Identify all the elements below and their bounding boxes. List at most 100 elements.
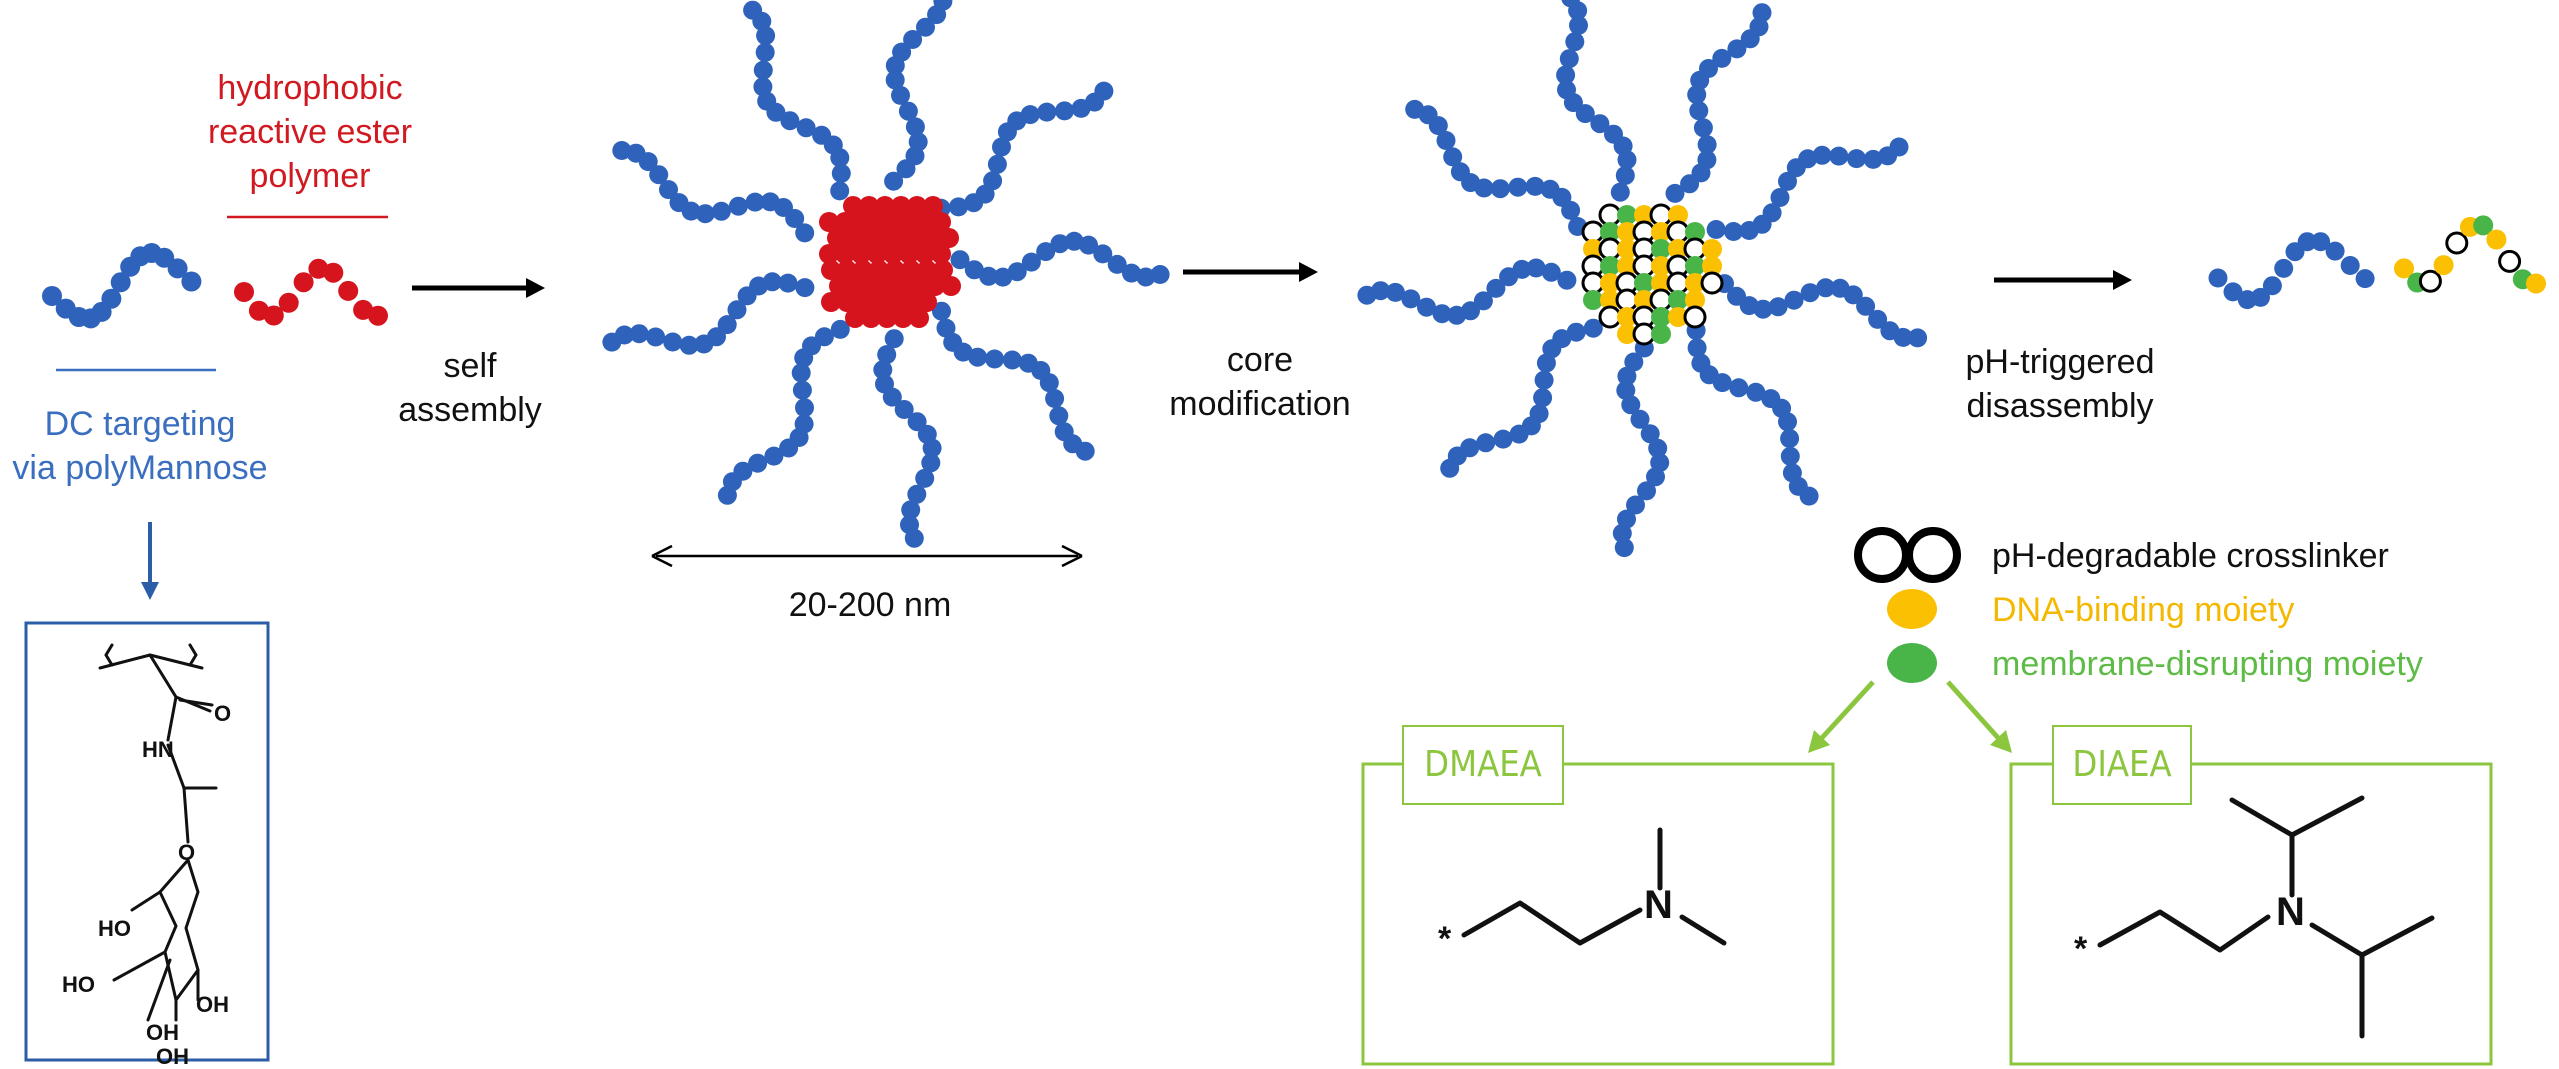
shell-bead	[1476, 433, 1496, 453]
legend-crosslinker-label: pH-degradable crosslinker	[1992, 537, 2389, 575]
shell-bead	[659, 180, 678, 200]
core-red-bead	[899, 244, 919, 264]
shell-bead	[646, 327, 666, 347]
shell-bead	[753, 60, 773, 80]
shell-bead	[1610, 182, 1630, 202]
diaea-n: N	[2276, 890, 2305, 934]
shell-bead	[794, 348, 814, 368]
shell-bead	[1847, 149, 1866, 169]
core-red-bead	[859, 196, 879, 216]
shell-bead	[1889, 137, 1909, 157]
core-red-bead	[899, 212, 919, 232]
shell-bead	[778, 273, 798, 293]
shell-bead	[1753, 299, 1773, 319]
shell-bead	[1706, 220, 1726, 239]
dmaea-box	[1361, 762, 1835, 1066]
shell-bead	[1447, 305, 1467, 325]
shell-bead	[1893, 327, 1913, 347]
shell-bead	[791, 363, 811, 383]
polymannose-bead	[2340, 256, 2360, 275]
polymannose-bead	[2262, 276, 2282, 296]
core-red-bead	[829, 276, 849, 296]
shell-bead	[1614, 538, 1634, 558]
core-red-bead	[819, 212, 839, 232]
shell-bead	[1637, 481, 1656, 501]
membrane-bead	[1600, 256, 1620, 276]
core-red-bead	[859, 228, 879, 248]
dna-bead	[1617, 256, 1637, 276]
shell-bead	[1812, 145, 1832, 165]
dna-bead	[1617, 222, 1637, 242]
shell-bead	[1079, 235, 1098, 255]
chem-oh-1: OH	[196, 992, 229, 1017]
membrane-bead	[1685, 222, 1705, 242]
chem-o-carbonyl: O	[214, 701, 231, 726]
shell-bead	[1712, 373, 1732, 393]
diaea-title: DIAEA	[2052, 725, 2192, 805]
shell-bead	[1799, 486, 1819, 506]
reactive-ester-bead	[278, 292, 299, 313]
dc-line-2: via polyMannose	[12, 449, 268, 487]
hydrophobic-line-3: polymer	[249, 157, 371, 195]
core-red-bead	[843, 196, 863, 216]
shell-bead	[1746, 382, 1766, 402]
core-red-bead	[883, 212, 903, 232]
crosslinker-bead	[1700, 271, 1724, 295]
shell-bead	[1604, 124, 1623, 144]
shell-bead	[748, 453, 768, 473]
shell-bead	[1646, 467, 1665, 487]
core-red-bead	[923, 196, 943, 216]
shell-bead	[612, 141, 632, 160]
shell-bead	[908, 132, 928, 152]
shell-bead	[1432, 304, 1452, 324]
shell-bead	[1486, 278, 1506, 298]
shell-bead	[717, 485, 737, 505]
membrane-bead	[1651, 324, 1671, 344]
shell-bead	[1699, 59, 1718, 78]
shell-bead	[1049, 406, 1069, 426]
shell-bead	[885, 70, 905, 90]
reactive-ester-bead	[293, 272, 314, 293]
polymannose-structure	[98, 643, 218, 1022]
core-red-bead	[931, 212, 951, 232]
polymer-chains	[42, 0, 2546, 558]
shell-bead	[1798, 149, 1818, 169]
hydrophobic-line-1: hydrophobic	[217, 69, 403, 107]
shell-bead	[884, 171, 904, 191]
membrane-bead	[1617, 205, 1637, 225]
shell-bead	[1064, 231, 1084, 251]
membrane-bead	[1600, 222, 1620, 242]
polymannose-bead	[2297, 232, 2317, 252]
shell-bead	[1617, 366, 1637, 386]
shell-bead	[1357, 285, 1377, 305]
core-red-bead	[861, 308, 881, 328]
shell-bead	[1107, 254, 1127, 274]
shell-bead	[795, 223, 815, 243]
shell-bead	[1557, 80, 1576, 100]
shell-bead	[1712, 48, 1732, 68]
shell-bead	[1094, 81, 1114, 101]
shell-bead	[1693, 118, 1713, 138]
legend-membrane-symbol	[1887, 643, 1937, 683]
shell-bead	[1778, 412, 1797, 432]
shell-bead	[983, 171, 1003, 191]
shell-bead	[717, 315, 737, 335]
diaea-star: *	[2074, 930, 2088, 968]
shell-bead	[743, 0, 763, 20]
core-red-bead	[939, 228, 959, 248]
legend-dna-label: DNA-binding moiety	[1992, 591, 2295, 629]
crosslinker-bead	[2498, 249, 2522, 273]
shell-bead	[1762, 203, 1782, 223]
legend-dna-symbol	[1887, 589, 1937, 629]
shell-bead	[830, 181, 850, 201]
dc-targeting-label: DC targeting via polyMannose	[0, 402, 280, 490]
core-red-bead	[853, 260, 873, 280]
green-arrows	[1808, 680, 2012, 753]
core-red-bead	[861, 276, 881, 296]
shell-bead	[757, 91, 777, 111]
core-red-bead	[835, 244, 855, 264]
core-red-bead	[891, 228, 911, 248]
shell-bead	[985, 349, 1005, 369]
core-red-bead	[875, 196, 895, 216]
shell-bead	[795, 278, 815, 298]
